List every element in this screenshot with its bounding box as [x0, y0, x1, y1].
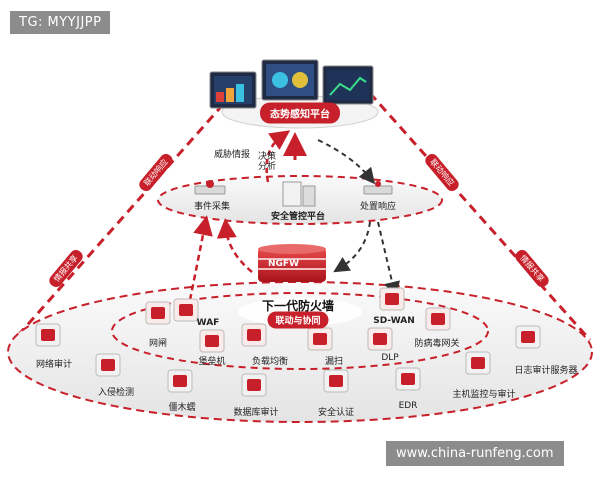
inner-security-layer — [111, 292, 489, 370]
network-audit-icon-glyph — [41, 329, 55, 341]
event-collection-node — [194, 180, 226, 195]
inner-device-label: DLP — [381, 353, 399, 363]
source-url: www.china-runfeng.com — [386, 441, 564, 466]
decision-analysis-label: 决策 分析 — [257, 152, 277, 172]
log-server-icon-glyph — [521, 331, 535, 343]
dashboard-monitors — [209, 59, 374, 109]
threat-intel-arrow — [265, 130, 291, 183]
outer-device-label: 僵木蠕 — [168, 403, 196, 413]
antivirus-gateway-icon-glyph — [431, 313, 445, 325]
inner-device-label: 堡垒机 — [198, 357, 226, 367]
management-platform-title: 安全管控平台 — [270, 212, 326, 222]
host-monitor-icon-glyph — [471, 357, 485, 369]
outer-device-label: 日志审计服务器 — [514, 366, 578, 376]
outer-device-label: 网络审计 — [35, 360, 73, 370]
ngfw-badge: NGFW — [268, 259, 299, 269]
waf-icon-glyph — [179, 304, 193, 316]
response-arrow-top — [317, 139, 376, 185]
watermark-tag: TG: MYYJJPP — [10, 11, 111, 34]
inner-device-label: 网闸 — [148, 339, 168, 349]
linkage-pill: 联动与协同 — [267, 311, 329, 329]
pyramid-right-edge — [358, 81, 592, 341]
bastion-host-icon-glyph — [205, 335, 219, 347]
inner-device-label: 漏扫 — [324, 357, 344, 367]
inner-device-label: SD-WAN — [373, 316, 415, 326]
outer-device-label: 数据库审计 — [233, 408, 279, 418]
outer-device-label: EDR — [398, 401, 418, 411]
inner-device-label: 负载均衡 — [251, 357, 289, 367]
response-node — [363, 181, 393, 195]
response-label: 处置响应 — [359, 202, 397, 212]
edr-icon-glyph — [401, 373, 415, 385]
auth-icon-glyph — [329, 375, 343, 387]
response-arrow-fw — [333, 221, 371, 273]
database-audit-icon-glyph — [247, 379, 261, 391]
outer-device-label: 入侵检测 — [97, 388, 135, 398]
outer-device-label: 主机监控与审计 — [452, 390, 516, 400]
outer-device-label: 安全认证 — [317, 408, 355, 418]
collect-arrow-left — [188, 215, 213, 301]
sdwan-icon-glyph — [385, 293, 399, 305]
gateway-icon-glyph — [151, 307, 165, 319]
botnet-icon-glyph — [173, 375, 187, 387]
intrusion-detection-icon-glyph — [101, 359, 115, 371]
inner-device-label: WAF — [196, 318, 220, 328]
event-collection-label: 事件采集 — [193, 202, 231, 212]
ngfw-firewall: NGFW — [258, 244, 326, 282]
firewall-title: 下一代防火墙 — [261, 299, 335, 313]
threat-intel-label: 威胁情报 — [213, 150, 251, 160]
response-arrow-sdwan — [377, 221, 400, 298]
situational-awareness-title: 态势感知平台 — [260, 102, 340, 124]
inner-device-label: 防病毒网关 — [414, 339, 460, 349]
load-balancer-icon-glyph — [247, 329, 261, 341]
platform-server-node — [282, 181, 316, 207]
scanner-icon-glyph — [313, 333, 327, 345]
dlp-icon-glyph — [373, 333, 387, 345]
collect-arrow-fw — [216, 218, 253, 273]
pyramid-left-edge — [12, 81, 245, 341]
